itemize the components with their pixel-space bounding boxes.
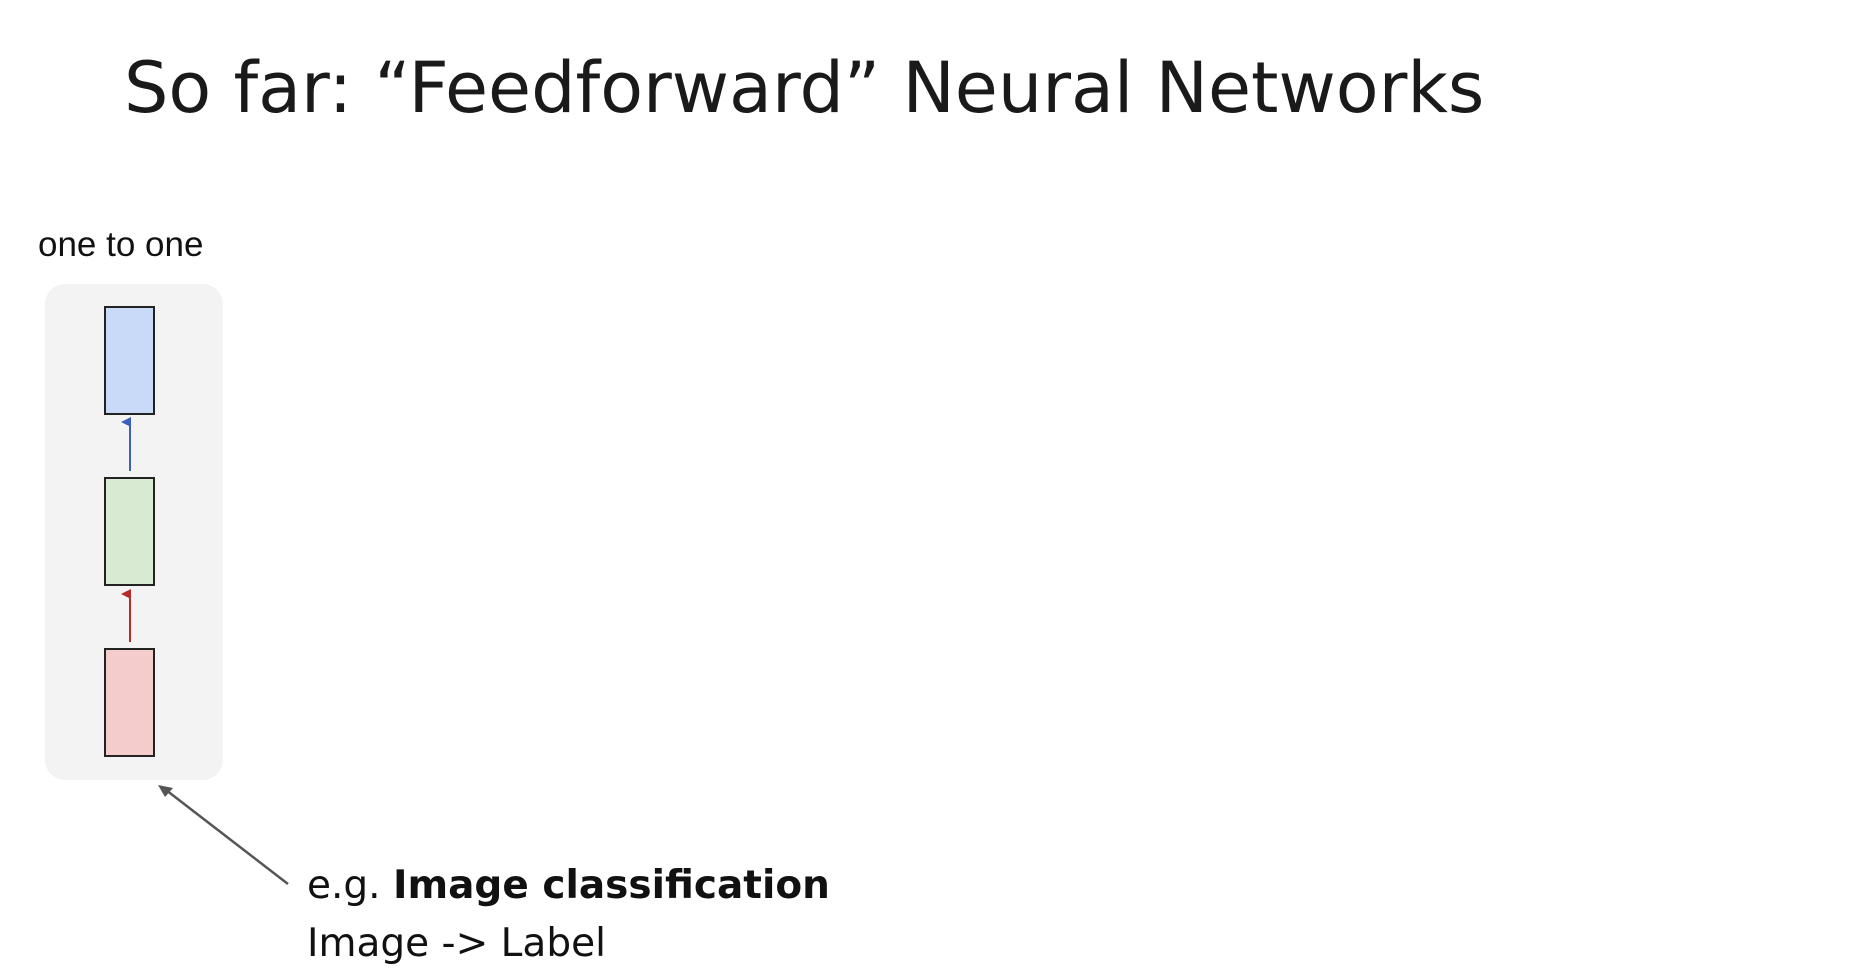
caption-task: Image classification	[392, 863, 830, 908]
input-box	[104, 648, 155, 757]
caption-prefix: e.g.	[307, 863, 381, 908]
caption-line-2: Image -> Label	[307, 921, 606, 966]
pointer-line	[165, 789, 289, 885]
caption-line-1: e.g. Image classification	[307, 857, 830, 915]
output-box	[104, 306, 155, 415]
slide-title: So far: “Feedforward” Neural Networks	[124, 47, 1485, 129]
caption: e.g. Image classification Image -> Label	[307, 857, 830, 973]
hidden-box	[104, 477, 155, 586]
pointer-arrowhead	[158, 785, 173, 797]
diagram-label: one to one	[38, 225, 204, 264]
